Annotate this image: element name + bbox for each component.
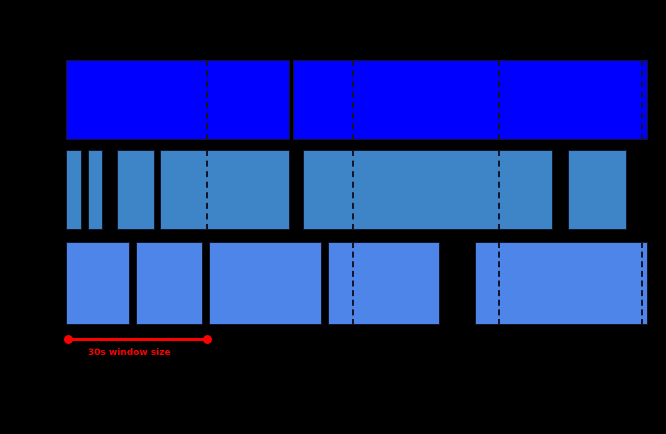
timeline-track-1: [0, 60, 666, 140]
timeline-bar[interactable]: [303, 150, 553, 230]
timeline-bar[interactable]: [160, 150, 290, 230]
timeline-bar[interactable]: [117, 150, 155, 230]
timeline-bar[interactable]: [475, 242, 648, 325]
timeline-bar[interactable]: [568, 150, 627, 230]
measure-cap-right: [203, 335, 212, 344]
timeline-track-2: [0, 150, 666, 230]
timeline-bar[interactable]: [293, 60, 648, 140]
timeline-bar[interactable]: [88, 150, 103, 230]
window-size-label: 30s window size: [88, 348, 171, 358]
timeline-bar[interactable]: [209, 242, 322, 325]
measure-line: [68, 338, 207, 341]
timeline-track-3: [0, 242, 666, 325]
timeline-bar[interactable]: [136, 242, 203, 325]
timeline-bar[interactable]: [328, 242, 440, 325]
timeline-bar[interactable]: [66, 60, 290, 140]
timeline-bar[interactable]: [66, 150, 82, 230]
timeline-bar[interactable]: [66, 242, 130, 325]
measure-cap-left: [64, 335, 73, 344]
